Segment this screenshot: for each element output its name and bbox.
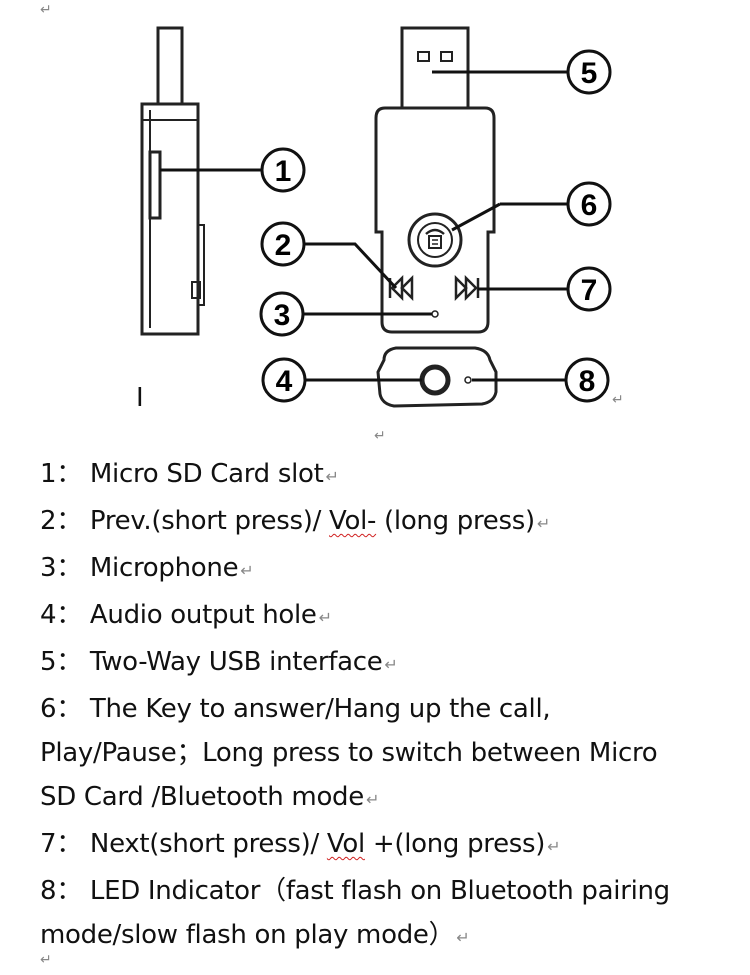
legend-item-2: 2： Prev.(short press)/ Vol- (long press)… — [40, 499, 730, 546]
front-body — [374, 106, 496, 334]
side-switch — [191, 281, 201, 299]
return-mark: ↵ — [612, 392, 624, 408]
legend-text: Micro SD Card slot — [89, 459, 324, 489]
legend-text: mode/slow flash on play mode） — [40, 920, 455, 950]
legend-text: +(long press) — [364, 829, 546, 859]
spellcheck-word: Vol- — [329, 506, 377, 536]
legend-text: Two-Way USB interface — [89, 647, 383, 677]
legend-separator: ： — [56, 647, 82, 677]
callout-number: 6 — [581, 189, 598, 222]
callout-3: 3 — [259, 291, 305, 337]
microphone-hole — [431, 310, 439, 318]
usb-plug — [400, 26, 470, 110]
return-mark: ↵ — [240, 561, 254, 580]
side-body — [140, 102, 200, 336]
bottom-body — [376, 346, 498, 408]
callout-number: 7 — [581, 274, 598, 307]
legend-text: (long press) — [376, 506, 535, 536]
return-mark: ↵ — [547, 837, 561, 856]
legend-number: 1 — [40, 459, 57, 489]
bottom-view — [376, 346, 498, 408]
return-mark: ↵ — [374, 428, 386, 444]
legend-text: Prev.(short press)/ — [89, 506, 329, 536]
spellcheck-word: Vol — [326, 829, 365, 859]
callout-number: 2 — [275, 229, 292, 262]
legend-text: Next(short press)/ — [89, 829, 327, 859]
legend-number: 7 — [40, 829, 57, 859]
return-mark: ↵ — [365, 790, 380, 809]
callout-4: 4 — [261, 357, 307, 403]
side-usb-plug — [156, 26, 184, 106]
legend-separator: ： — [56, 600, 82, 630]
legend-item-5: 5： Two-Way USB interface↵ — [40, 640, 730, 687]
callout-number: 8 — [579, 365, 596, 398]
sd-card-slot — [148, 150, 162, 220]
legend-separator: ： — [56, 829, 82, 859]
callout-5: 5 — [566, 49, 612, 95]
legend-item-7: 7： Next(short press)/ Vol +(long press)↵ — [40, 822, 730, 869]
audio-output-hole — [419, 364, 451, 396]
prev-icon — [388, 274, 414, 302]
leader-lines — [160, 70, 568, 382]
callout-number: 3 — [274, 299, 291, 332]
legend-separator: ： — [56, 459, 82, 489]
legend-text: SD Card /Bluetooth mode — [40, 782, 364, 812]
legend-number: 3 — [40, 553, 57, 583]
legend-separator: ： — [56, 876, 82, 906]
return-mark: ↵ — [325, 467, 339, 486]
legend: 1： Micro SD Card slot↵ 2： Prev.(short pr… — [40, 452, 730, 960]
text-cursor: I — [136, 383, 144, 413]
callout-2: 2 — [260, 221, 306, 267]
legend-item-6: 6： The Key to answer/Hang up the call, P… — [40, 687, 730, 822]
legend-text: Audio output hole — [89, 600, 317, 630]
legend-text: Play/Pause；Long press to switch between … — [40, 738, 658, 768]
return-mark: ↵ — [384, 655, 398, 674]
return-mark: ↵ — [318, 608, 332, 627]
return-mark: ↵ — [456, 928, 470, 947]
legend-item-1: 1： Micro SD Card slot↵ — [40, 452, 730, 499]
legend-separator: ： — [56, 553, 82, 583]
callout-7: 7 — [566, 266, 612, 312]
next-icon — [454, 274, 480, 302]
legend-item-4: 4： Audio output hole↵ — [40, 593, 730, 640]
callout-6: 6 — [566, 181, 612, 227]
callout-number: 4 — [276, 365, 293, 398]
legend-number: 8 — [40, 876, 57, 906]
device-diagram: 1 2 3 4 5 6 7 8 I — [136, 26, 612, 413]
return-mark: ↵ — [536, 514, 550, 533]
legend-item-3: 3： Microphone↵ — [40, 546, 730, 593]
legend-text: The Key to answer/Hang up the call, — [89, 694, 551, 724]
legend-number: 4 — [40, 600, 57, 630]
callout-8: 8 — [564, 357, 610, 403]
legend-item-8: 8： LED Indicator（fast flash on Bluetooth… — [40, 869, 730, 960]
legend-separator: ： — [56, 694, 82, 724]
legend-number: 2 — [40, 506, 57, 536]
return-mark: ↵ — [40, 952, 52, 968]
legend-text: Microphone — [89, 553, 239, 583]
callout-1: 1 — [260, 147, 306, 193]
legend-number: 5 — [40, 647, 57, 677]
legend-text: LED Indicator（fast flash on Bluetooth pa… — [89, 876, 670, 906]
return-mark: ↵ — [40, 2, 52, 18]
led-indicator — [464, 376, 472, 384]
legend-number: 6 — [40, 694, 57, 724]
side-view — [140, 26, 205, 336]
callout-number: 1 — [275, 155, 292, 188]
callout-number: 5 — [581, 57, 598, 90]
front-view — [374, 26, 496, 384]
legend-separator: ： — [56, 506, 82, 536]
multi-function-key — [407, 212, 463, 268]
